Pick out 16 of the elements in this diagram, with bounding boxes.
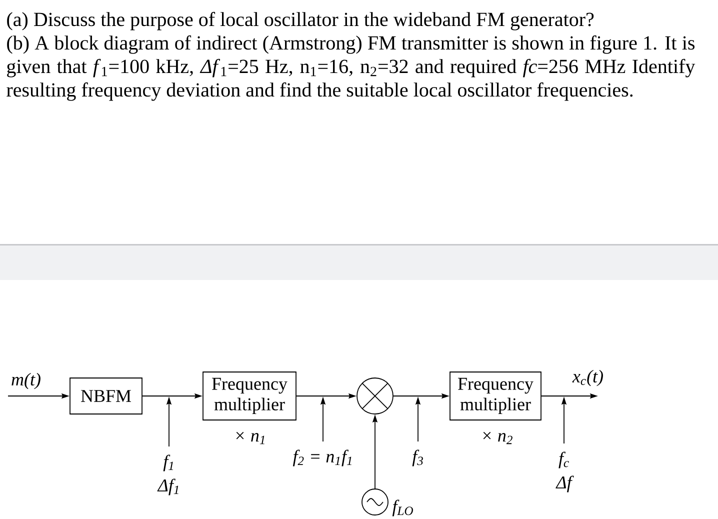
block-box: NBFM xyxy=(70,378,142,414)
frequency-label: f$_{LO}$ xyxy=(392,500,413,516)
multiplier-factor: × n$_{2}$ xyxy=(483,432,512,444)
multiplier-box: Frequency multiplier xyxy=(450,372,542,420)
frequency-label: f$_{1}$ Δf$_{1}$ xyxy=(157,454,178,496)
frequency-label: f$_{3}$ xyxy=(412,450,423,466)
signal-label: x$_{c}$(t) xyxy=(571,368,605,388)
signal-label: m(t) xyxy=(10,372,42,390)
mixer-symbol xyxy=(356,378,394,414)
frequency-label: f$_{2}$ = n$_{1}$f$_{1}$ xyxy=(292,450,352,466)
multiplier-box: Frequency multiplier xyxy=(202,372,296,420)
question-text: (a) Discuss the purpose of local oscillator in the wideband FM generator? xyxy=(7,12,594,30)
question-text: (b) A block diagram of indirect (Armstrong) FM transmitter is shown in figure 1. It is given that f$_{1}$=100 kHz, Δf$_{1}$=25 Hz, n$_{1}$=16, n$_{2}$=32 and required fc=256 MHz Identify resulting frequency deviation and find the suitable local oscillator frequencies. xyxy=(6,35,696,101)
oscillator-symbol xyxy=(362,488,388,516)
frequency-label: f$_{c}$ Δf xyxy=(556,452,574,492)
multiplier-factor: × n$_{1}$ xyxy=(236,432,264,444)
